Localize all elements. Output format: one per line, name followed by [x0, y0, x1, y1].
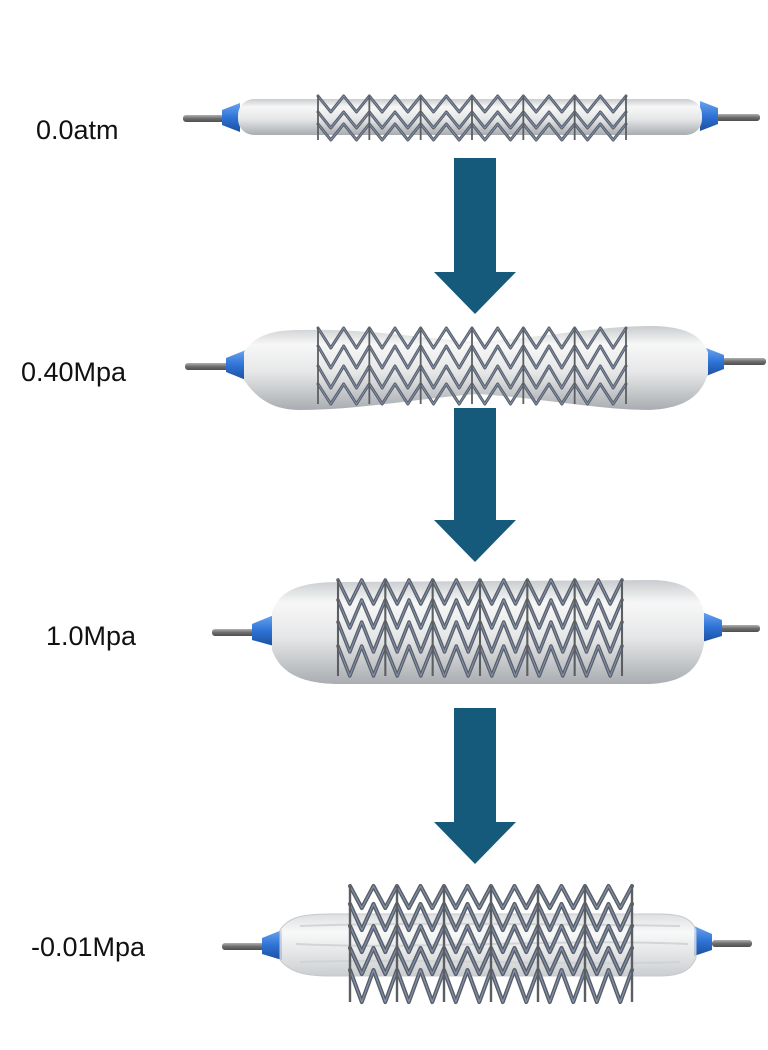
down-arrow-icon	[434, 408, 516, 562]
tip-left	[252, 615, 274, 646]
stent	[336, 578, 624, 678]
pressure-label-stage-1: 0.0atm	[36, 115, 119, 145]
catheter-right	[712, 940, 752, 947]
tip-left	[226, 350, 246, 380]
tip-right	[706, 348, 724, 376]
stage-1-balloon-stent	[183, 94, 760, 142]
balloon	[238, 99, 702, 135]
tip-left	[262, 930, 282, 960]
catheter-right	[722, 358, 766, 365]
stent	[316, 326, 628, 406]
catheter-left	[183, 115, 225, 122]
stent	[316, 94, 628, 142]
catheter-left	[222, 943, 266, 950]
stage-2-balloon-stent	[185, 326, 766, 410]
balloon	[244, 326, 708, 410]
down-arrow-icon	[434, 158, 516, 314]
catheter-right	[720, 625, 760, 632]
tip-right	[700, 101, 718, 131]
pressure-label-stage-2: 0.40Mpa	[21, 357, 127, 387]
down-arrow-icon	[434, 708, 516, 864]
pressure-label-stage-3: 1.0Mpa	[46, 621, 137, 651]
tip-right	[694, 926, 712, 956]
tip-right	[702, 612, 722, 642]
catheter-right	[716, 114, 760, 121]
pressure-label-stage-4: -0.01Mpa	[31, 932, 146, 962]
stage-3-balloon-stent	[212, 578, 760, 684]
stage-4-balloon-stent	[222, 884, 752, 1004]
stent	[348, 884, 634, 1004]
tip-left	[222, 103, 240, 132]
catheter-left	[185, 363, 229, 370]
catheter-left	[212, 629, 258, 636]
